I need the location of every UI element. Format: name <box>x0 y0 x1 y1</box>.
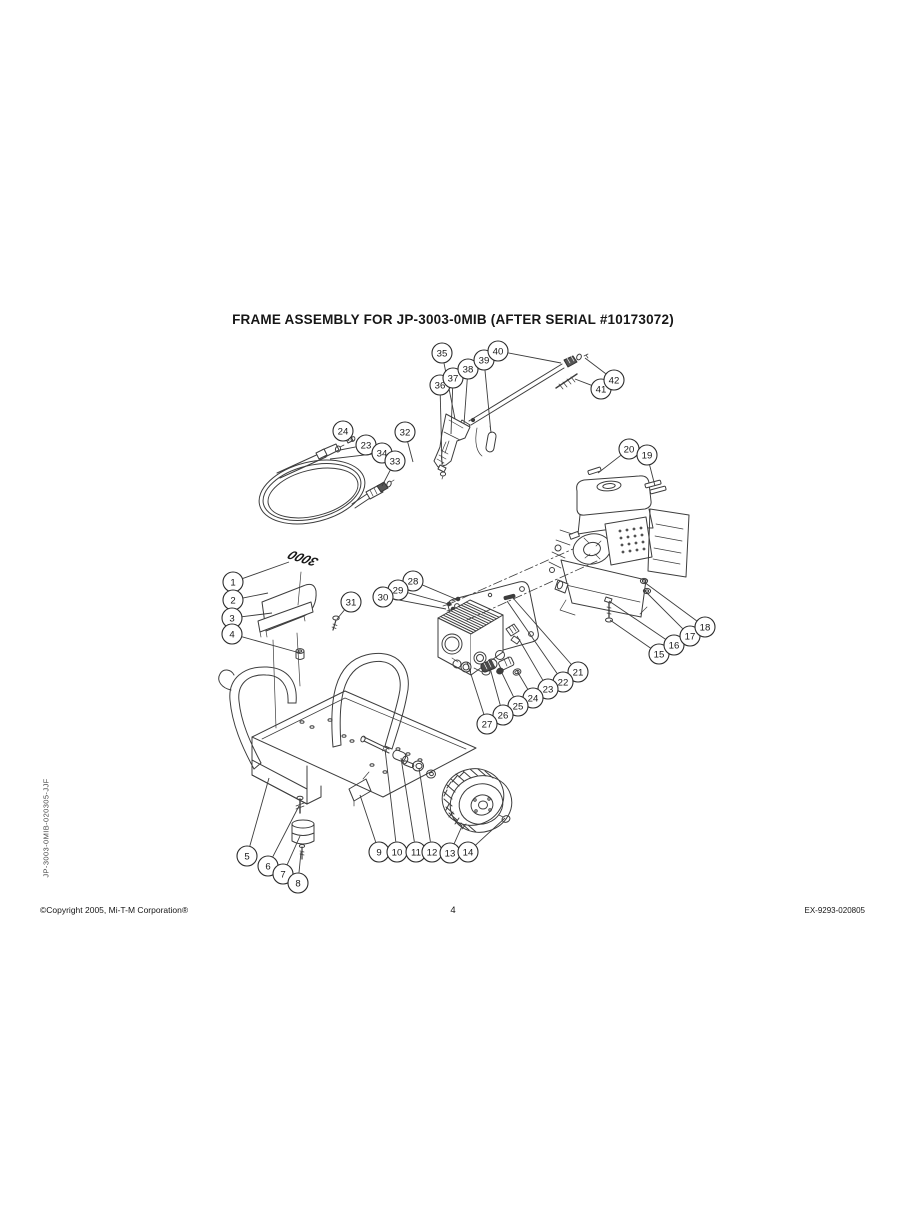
spray-gun-assembly-drawing <box>433 353 589 480</box>
frame-cart-drawing <box>218 653 477 807</box>
side-label: JP-3003-0MIB-020305-JJF <box>41 778 51 878</box>
callout-number-7: 7 <box>280 869 285 880</box>
axle-parts-drawing <box>360 735 436 779</box>
callout-number-18: 18 <box>700 622 711 633</box>
callout-40 <box>487 340 509 362</box>
callout-number-28: 28 <box>408 576 419 587</box>
callout-layer: 3536373839404142242334333212343128293020… <box>221 340 716 894</box>
foot-parts-drawing <box>291 795 315 860</box>
page-title: FRAME ASSEMBLY FOR JP-3003-0MIB (AFTER S… <box>232 312 674 327</box>
callout-number-39: 39 <box>479 355 490 366</box>
callout-number-27: 27 <box>482 719 493 730</box>
callout-27 <box>476 713 498 735</box>
callout-24 <box>332 420 354 442</box>
callout-number-15: 15 <box>654 649 665 660</box>
callout-38 <box>457 358 479 380</box>
callout-33 <box>384 450 406 472</box>
callout-number-23: 23 <box>543 684 554 695</box>
callout-number-29: 29 <box>393 585 404 596</box>
callout-31 <box>340 591 362 613</box>
callout-21 <box>567 661 589 683</box>
callout-number-2: 2 <box>230 595 235 606</box>
centerlines-drawing <box>446 548 598 621</box>
callout-8 <box>287 872 309 894</box>
callout-number-40: 40 <box>493 346 504 357</box>
callout-number-1: 1 <box>230 577 235 588</box>
callout-26 <box>492 704 514 726</box>
callout-number-22: 22 <box>558 677 569 688</box>
callout-number-25: 25 <box>513 701 524 712</box>
callout-number-30: 30 <box>378 592 389 603</box>
callout-number-31: 31 <box>346 597 357 608</box>
callout-number-38: 38 <box>463 364 474 375</box>
callout-number-20: 20 <box>624 444 635 455</box>
callout-16 <box>663 634 685 656</box>
callout-number-35: 35 <box>437 348 448 359</box>
callout-35 <box>431 342 453 364</box>
callout-number-9: 9 <box>376 847 381 858</box>
callout-number-32: 32 <box>400 427 411 438</box>
callout-number-8: 8 <box>295 878 300 889</box>
footer-document-code: EX-9293-020805 <box>804 906 866 915</box>
callout-number-34: 34 <box>377 448 388 459</box>
callout-number-42: 42 <box>609 375 620 386</box>
callout-number-23: 23 <box>361 440 372 451</box>
callout-number-12: 12 <box>427 847 438 858</box>
callout-number-37: 37 <box>448 373 459 384</box>
callout-14 <box>457 841 479 863</box>
callout-number-41: 41 <box>596 384 607 395</box>
callout-number-36: 36 <box>435 380 446 391</box>
callout-number-19: 19 <box>642 450 653 461</box>
callout-4 <box>221 623 243 645</box>
callout-42 <box>603 369 625 391</box>
callout-number-11: 11 <box>411 847 421 858</box>
callout-19 <box>636 444 658 466</box>
callout-number-6: 6 <box>265 861 270 872</box>
pump-drawing <box>437 599 505 676</box>
callout-number-17: 17 <box>685 631 696 642</box>
callout-number-13: 13 <box>445 848 456 859</box>
callout-number-21: 21 <box>573 667 584 678</box>
callout-30 <box>372 586 394 608</box>
callout-number-16: 16 <box>669 640 680 651</box>
callout-number-4: 4 <box>229 629 235 640</box>
footer-copyright: ©Copyright 2005, Mi-T-M Corporation® <box>40 905 189 915</box>
callout-number-5: 5 <box>244 851 249 862</box>
hose-assembly-drawing <box>258 436 395 525</box>
wheel-drawing <box>441 768 513 833</box>
callout-number-24: 24 <box>528 693 539 704</box>
footer-page-number: 4 <box>450 905 456 916</box>
callout-number-24: 24 <box>338 426 349 437</box>
callout-32 <box>394 421 416 443</box>
engine-drawing <box>548 466 690 618</box>
callout-5 <box>236 845 258 867</box>
callout-18 <box>694 616 716 638</box>
callout-number-3: 3 <box>229 613 234 624</box>
callout-number-33: 33 <box>390 456 401 467</box>
callout-number-14: 14 <box>463 847 474 858</box>
callout-number-26: 26 <box>498 710 509 721</box>
panel-parts-drawing <box>257 571 340 729</box>
engine-bolts-drawing <box>604 577 652 623</box>
callout-number-10: 10 <box>392 847 403 858</box>
